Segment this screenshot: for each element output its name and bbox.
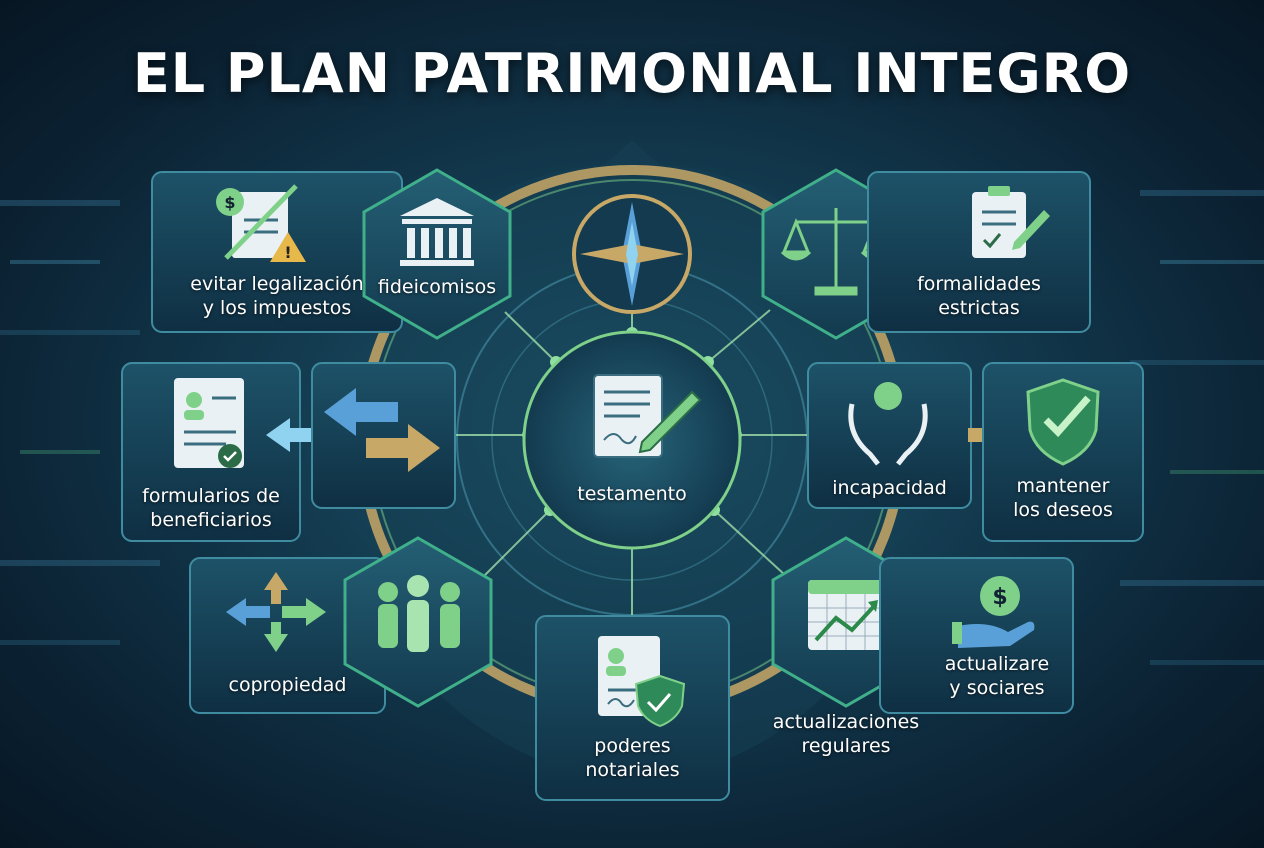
label-testamento: testamento [577, 483, 687, 505]
hand-dollar-icon: $ [952, 576, 1035, 648]
node-compass[interactable] [572, 194, 692, 314]
form-user-check-icon [174, 378, 244, 468]
document-pen-icon [593, 374, 702, 458]
node-copropiedad[interactable] [189, 557, 386, 714]
bank-icon [400, 198, 474, 266]
label-incapacidad: incapacidad [832, 477, 947, 499]
node-fideicomisos[interactable] [362, 168, 512, 340]
label-fideicomisos: fideicomisos [377, 276, 497, 298]
calendar-chart-icon [808, 580, 884, 650]
node-mantener[interactable] [982, 362, 1144, 542]
swap-arrows-icon [324, 388, 440, 472]
svg-text:$: $ [224, 193, 235, 212]
compass-icon [580, 202, 684, 306]
document-dollar-warning-icon: $ ! [216, 184, 306, 262]
node-incapacidad[interactable] [807, 362, 972, 509]
four-way-arrows-icon [226, 572, 326, 652]
document-shield-icon [598, 636, 686, 728]
node-actualizare[interactable]: $ [879, 557, 1074, 714]
page-title: EL PLAN PATRIMONIAL INTEGRO [132, 42, 1132, 105]
node-testamento[interactable] [522, 330, 742, 550]
clipboard-check-icon [972, 186, 1050, 258]
label-copropiedad: copropiedad [228, 674, 347, 696]
people-group-icon [378, 575, 460, 652]
svg-text:!: ! [284, 243, 291, 262]
node-poderes[interactable] [535, 615, 730, 801]
node-people[interactable] [343, 536, 493, 708]
node-formalidades[interactable] [867, 171, 1091, 333]
hands-person-icon [848, 382, 928, 466]
node-swap-arrows[interactable] [311, 362, 456, 509]
node-formularios[interactable] [121, 362, 301, 542]
connector-lines [455, 305, 810, 615]
shield-check-icon [1026, 378, 1100, 466]
svg-text:$: $ [992, 585, 1007, 610]
left-pointer-arrow [266, 418, 312, 452]
